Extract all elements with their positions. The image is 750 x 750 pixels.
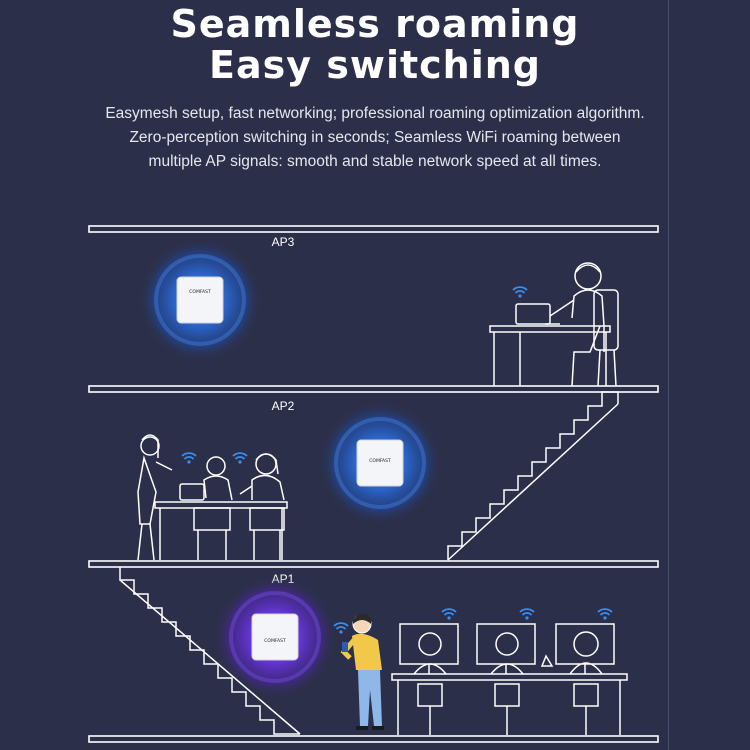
floor-slab-ap2 bbox=[88, 385, 659, 393]
ceiling-slab-ap3 bbox=[88, 225, 659, 233]
wifi-icon bbox=[181, 452, 197, 465]
ap3-brand: COMFAST bbox=[189, 289, 211, 295]
wifi-icon bbox=[597, 608, 613, 621]
access-point-ap2: COMFAST bbox=[318, 401, 442, 525]
office-worker-laptop bbox=[489, 262, 619, 387]
subtitle-line-2: Zero-perception switching in seconds; Se… bbox=[129, 129, 621, 146]
walking-person-phone bbox=[340, 613, 384, 730]
floor-label-ap3: AP3 bbox=[272, 235, 295, 249]
meeting-group bbox=[137, 434, 288, 561]
wifi-icon bbox=[441, 608, 457, 621]
subtitle-line-3: multiple AP signals: smooth and stable n… bbox=[148, 153, 602, 170]
title-line-1: Seamless roaming bbox=[170, 2, 580, 46]
office-workstations bbox=[391, 623, 628, 735]
staircase-upper bbox=[447, 391, 619, 561]
access-point-ap3: COMFAST bbox=[138, 238, 262, 362]
wifi-icon bbox=[232, 452, 248, 465]
floor-label-ap2: AP2 bbox=[272, 399, 295, 413]
ap2-brand: COMFAST bbox=[369, 458, 391, 464]
title-line-2: Easy switching bbox=[209, 43, 541, 87]
subtitle-line-1: Easymesh setup, fast networking; profess… bbox=[105, 105, 645, 122]
floor-slab-ap1 bbox=[88, 560, 659, 568]
floor-slabs bbox=[88, 225, 659, 743]
access-point-ap1: COMFAST bbox=[213, 575, 337, 699]
staircase-lower bbox=[119, 567, 301, 735]
floor-slab-ground bbox=[88, 735, 659, 743]
wifi-icon bbox=[512, 286, 528, 299]
ap1-brand: COMFAST bbox=[264, 638, 286, 644]
wifi-icon bbox=[519, 608, 535, 621]
right-edge-divider bbox=[668, 0, 669, 750]
